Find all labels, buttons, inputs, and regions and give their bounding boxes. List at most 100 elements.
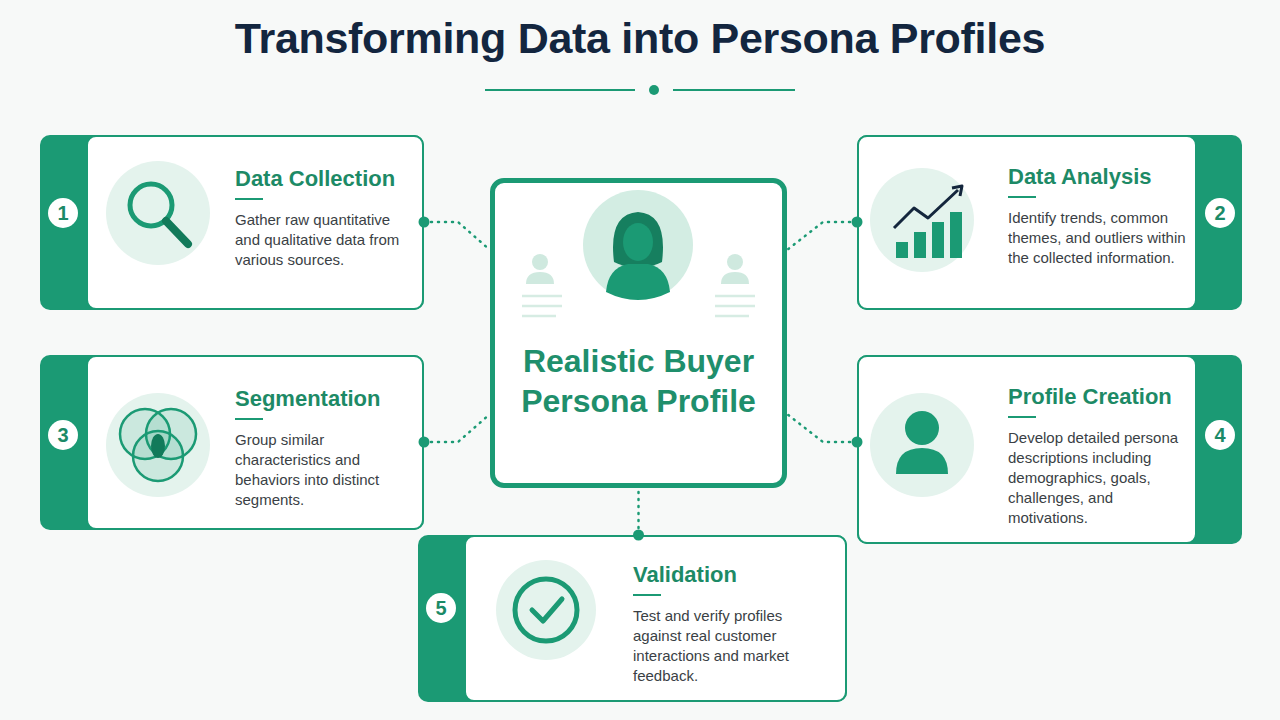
person-head <box>905 411 939 445</box>
icon-ground <box>106 393 210 497</box>
connector-group <box>419 217 491 251</box>
mini-line <box>715 295 755 298</box>
step-heading: Data Analysis <box>1008 163 1190 190</box>
dotted-connector <box>424 222 490 250</box>
connector-dot <box>419 217 430 228</box>
dotted-connector <box>787 414 857 442</box>
connector-group <box>787 414 863 448</box>
step-description: Identify trends, common themes, and outl… <box>1008 208 1190 268</box>
heading-rule <box>1008 196 1036 198</box>
check-icon <box>496 560 596 660</box>
step-number: 3 <box>57 424 68 446</box>
side-profile <box>715 254 755 316</box>
bar <box>896 242 908 258</box>
heading-rule <box>235 418 263 420</box>
step-heading: Data Collection <box>235 165 417 192</box>
mini-line <box>715 315 749 318</box>
ornament-line <box>485 89 635 91</box>
set-circle <box>120 409 170 459</box>
person-icon <box>870 393 974 497</box>
step-number: 5 <box>435 597 446 619</box>
step-heading: Profile Creation <box>1008 383 1190 410</box>
number-badge: 3 <box>48 420 78 450</box>
step-description: Develop detailed persona descriptions in… <box>1008 428 1190 528</box>
check-mark <box>532 599 562 621</box>
card-content: Data AnalysisIdentify trends, common the… <box>1008 163 1190 268</box>
card-content: Data CollectionGather raw quantitative a… <box>235 165 417 270</box>
number-badge: 2 <box>1205 198 1235 228</box>
number-badge: 5 <box>426 593 456 623</box>
set-circle <box>146 409 196 459</box>
dotted-connector <box>787 222 857 250</box>
step-card: 3 SegmentationGroup similar characteristi… <box>40 355 424 530</box>
persona-hub: Realistic Buyer Persona Profile <box>490 178 787 488</box>
step-heading: Segmentation <box>235 385 417 412</box>
heading-rule <box>235 198 263 200</box>
hub-title: Realistic Buyer Persona Profile <box>511 341 766 421</box>
connector-group <box>633 488 644 541</box>
connector-layer <box>419 217 863 541</box>
step-card: 4 Profile CreationDevelop detailed person… <box>857 355 1242 544</box>
dotted-connector <box>424 414 490 442</box>
set-overlap <box>151 434 165 458</box>
handle <box>166 221 188 244</box>
step-number: 1 <box>57 202 68 224</box>
mini-body <box>526 272 554 284</box>
venn-icon <box>106 393 210 497</box>
trend-arrow <box>952 186 962 196</box>
step-number: 4 <box>1214 424 1225 446</box>
icon-ground <box>106 161 210 265</box>
card-content: Profile CreationDevelop detailed persona… <box>1008 383 1190 528</box>
step-description: Group similar characteristics and behavi… <box>235 430 417 510</box>
lens <box>130 184 172 226</box>
connector-group <box>787 217 863 251</box>
title-ornament <box>485 85 795 95</box>
heading-rule <box>1008 416 1036 418</box>
mini-line <box>715 305 755 308</box>
bar <box>950 212 962 258</box>
mini-head <box>727 254 743 270</box>
trend-line <box>894 190 958 228</box>
connector-dot <box>633 530 644 541</box>
icon-ground <box>870 393 974 497</box>
connector-dot <box>852 217 863 228</box>
step-number: 2 <box>1214 202 1225 224</box>
card-content: SegmentationGroup similar characteristic… <box>235 385 417 510</box>
mini-line <box>522 295 562 298</box>
heading-rule <box>633 594 661 596</box>
connector-dot <box>852 437 863 448</box>
diagram-title: Transforming Data into Persona Profiles <box>0 14 1280 63</box>
number-badge: 1 <box>48 198 78 228</box>
icon-ground <box>496 560 596 660</box>
mini-head <box>532 254 548 270</box>
step-card: 5 ValidationTest and verify profiles agai… <box>418 535 847 702</box>
avatar-body <box>606 264 670 300</box>
chart-icon <box>870 168 974 272</box>
bar <box>914 232 926 258</box>
set-circle <box>133 431 183 481</box>
step-card: 2 Data AnalysisIdentify trends, common th… <box>857 135 1242 310</box>
icon-ground <box>870 168 974 272</box>
dotted-connector <box>637 488 640 535</box>
card-content: ValidationTest and verify profiles again… <box>633 561 833 686</box>
avatar-hair <box>613 212 663 267</box>
step-card: 1 Data CollectionGather raw quantitative … <box>40 135 424 310</box>
number-badge: 4 <box>1205 420 1235 450</box>
avatar-face <box>623 223 653 261</box>
avatar-ground <box>583 190 693 300</box>
ornament-line <box>673 89 795 91</box>
step-heading: Validation <box>633 561 833 588</box>
side-profile <box>522 254 562 316</box>
mini-line <box>522 315 556 318</box>
persona-avatar <box>522 190 755 316</box>
mini-body <box>721 272 749 284</box>
ornament-dot <box>649 85 659 95</box>
mini-line <box>522 305 562 308</box>
magnifier-icon <box>106 161 210 265</box>
hub-content: Realistic Buyer Persona Profile <box>495 341 782 421</box>
bar <box>932 222 944 258</box>
step-description: Test and verify profiles against real cu… <box>633 606 833 686</box>
step-description: Gather raw quantitative and qualitative … <box>235 210 417 270</box>
